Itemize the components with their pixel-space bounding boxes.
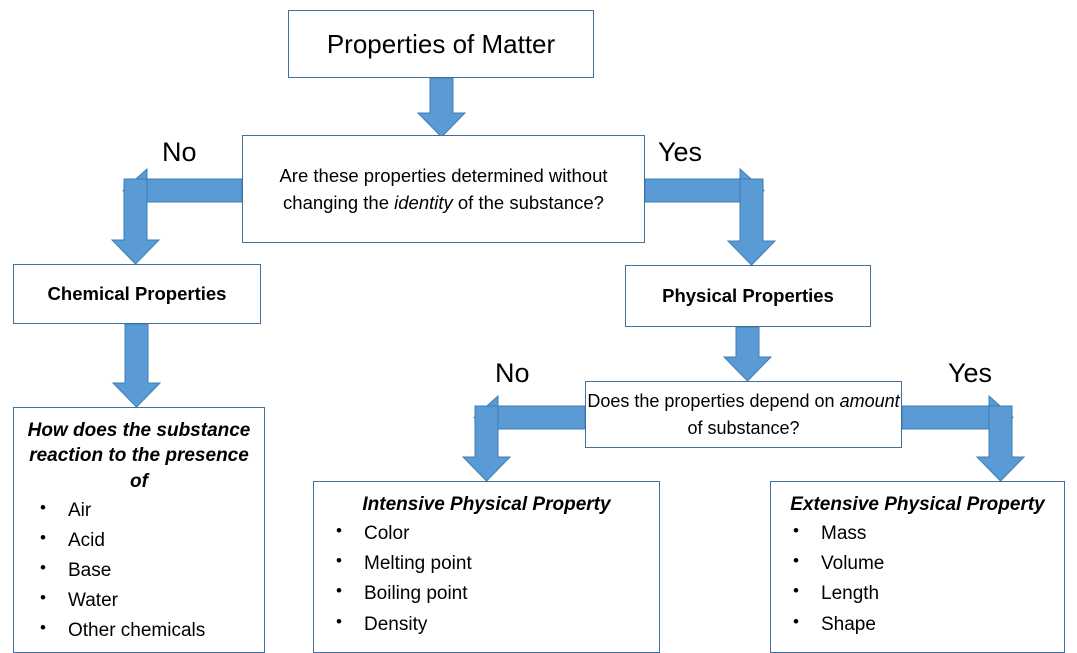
node-physical-properties-label: Physical Properties (662, 284, 834, 306)
edge-label-q1-yes: Yes (658, 137, 703, 167)
node-physical-properties: Physical Properties (625, 265, 871, 327)
node-chemical-reactions-list: How does the substance reaction to the p… (13, 407, 265, 653)
edge-label-q1-no: No (162, 137, 197, 167)
arrow-physical-to-question2 (722, 326, 773, 382)
intensive-list-heading: Intensive Physical Property (362, 494, 611, 515)
list-item: Mass (793, 518, 1064, 549)
arrow-q2-no-horizontal (473, 394, 586, 441)
list-item: Acid (40, 525, 264, 556)
question2-text-part1: Does the properties depend on (587, 390, 840, 411)
node-chemical-properties-label: Chemical Properties (47, 282, 227, 304)
arrow-q1-yes-vertical (726, 178, 777, 266)
node-question1-text: Are these properties determined without … (243, 162, 644, 216)
list-item: Density (336, 608, 659, 640)
list-item: Water (40, 585, 264, 616)
question1-text-part2: of the substance? (452, 192, 604, 213)
node-question-identity: Are these properties determined without … (242, 135, 645, 243)
question1-text-part1: Are these properties determined without … (279, 164, 608, 213)
edge-label-q2-no: No (495, 358, 530, 388)
node-properties-of-matter: Properties of Matter (288, 10, 594, 78)
arrow-q1-yes-horizontal (644, 167, 765, 214)
node-question-amount: Does the properties depend on amount of … (585, 381, 902, 448)
list-item: Volume (793, 548, 1064, 579)
list-item: Boiling point (336, 578, 659, 609)
node-chemical-properties: Chemical Properties (13, 264, 261, 324)
arrow-root-to-question1 (416, 77, 467, 138)
arrow-q2-no-vertical (461, 405, 512, 482)
node-root-label: Properties of Matter (326, 28, 556, 59)
arrow-q1-no-horizontal (122, 167, 243, 214)
node-intensive-physical-property: Intensive Physical Property ColorMelting… (313, 481, 660, 653)
arrow-q2-yes-horizontal (901, 394, 1014, 441)
question2-emphasis: amount (839, 390, 900, 411)
arrow-q2-yes-vertical (975, 405, 1026, 482)
chemical-list-heading: How does the substance reaction to the p… (27, 420, 251, 492)
list-item: Air (40, 495, 264, 526)
arrow-q1-no-vertical (110, 178, 161, 265)
extensive-list-heading: Extensive Physical Property (790, 494, 1045, 515)
node-question2-text: Does the properties depend on amount of … (586, 388, 901, 442)
edge-label-q2-yes: Yes (948, 358, 993, 388)
list-item: Other chemicals (40, 615, 264, 646)
arrow-chemical-to-list (111, 323, 162, 408)
extensive-list-items: MassVolumeLengthShape (771, 518, 1064, 640)
list-item: Shape (793, 608, 1064, 640)
node-extensive-physical-property: Extensive Physical Property MassVolumeLe… (770, 481, 1065, 653)
list-item: Melting point (336, 548, 659, 579)
question2-text-part2: of substance? (687, 417, 800, 438)
question1-emphasis: identity (394, 192, 453, 213)
list-item: Color (336, 518, 659, 549)
chemical-list-items: AirAcidBaseWaterOther chemicals (14, 495, 264, 646)
list-item: Base (40, 555, 264, 586)
list-item: Length (793, 578, 1064, 609)
intensive-list-items: ColorMelting pointBoiling pointDensity (314, 518, 659, 640)
